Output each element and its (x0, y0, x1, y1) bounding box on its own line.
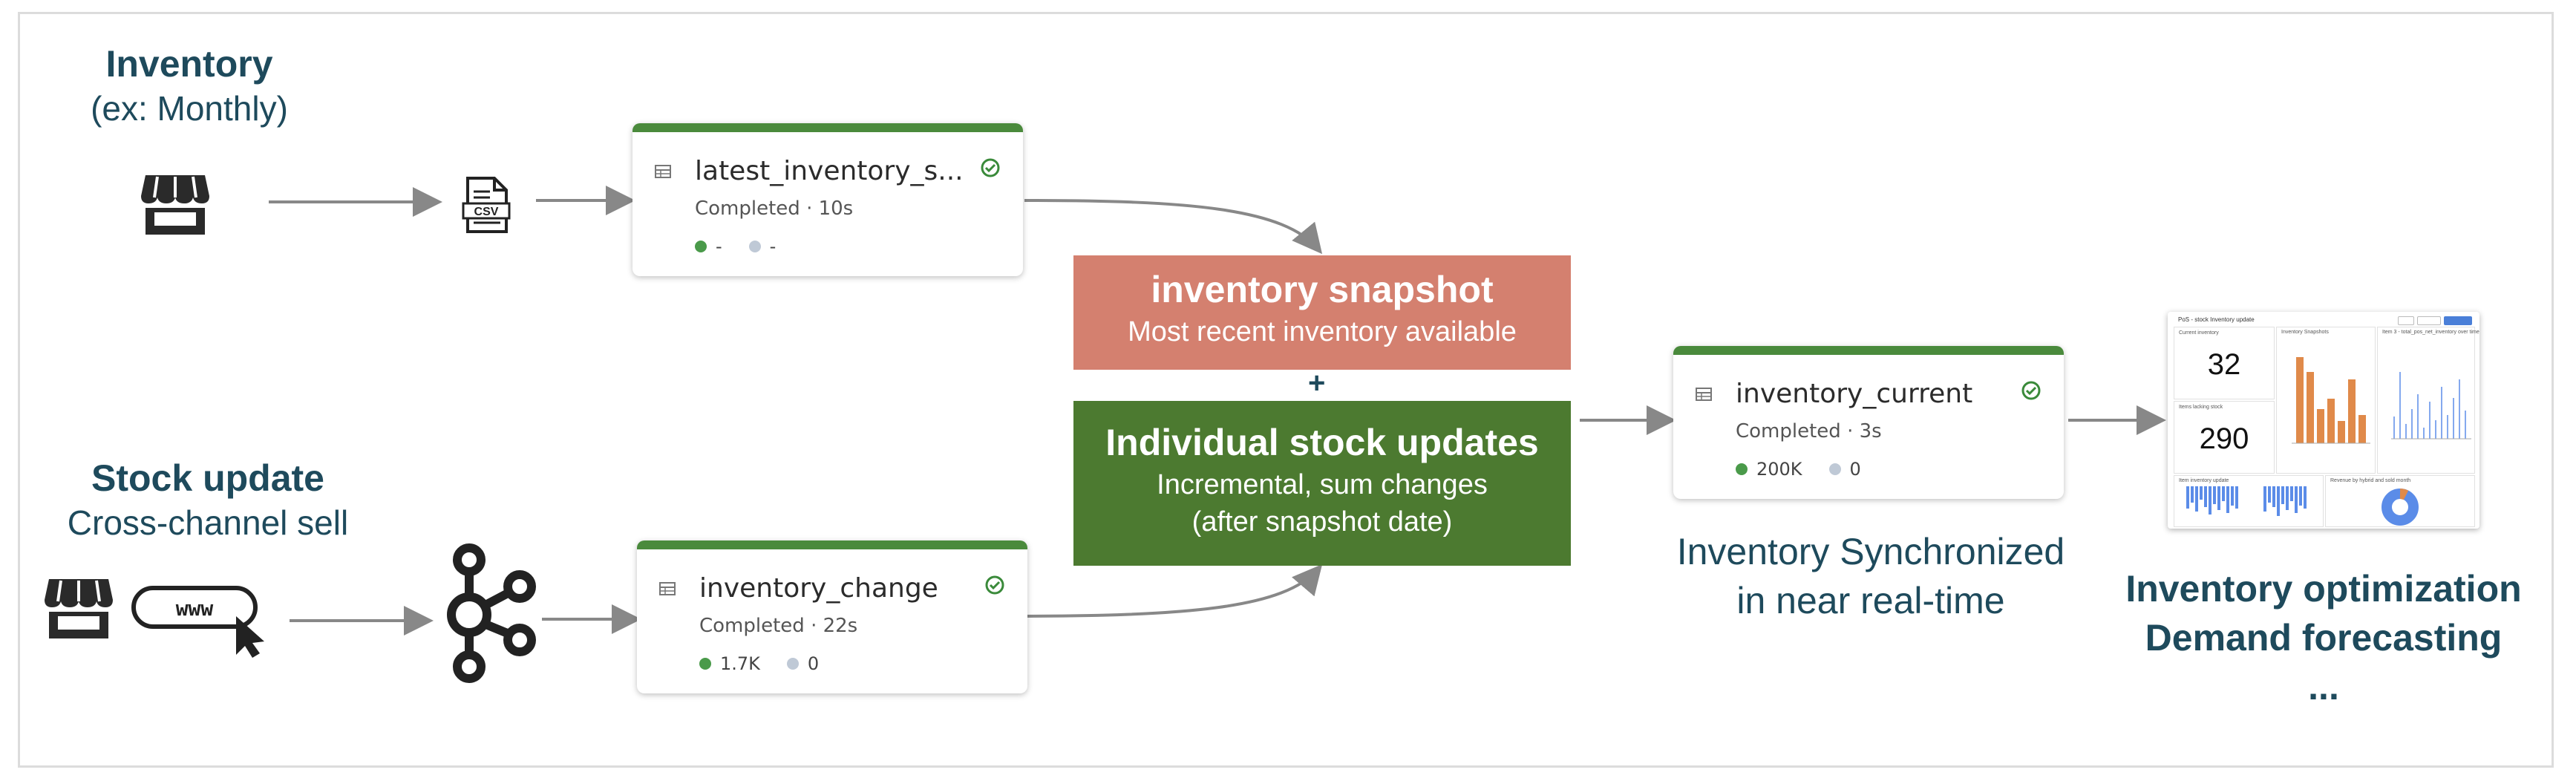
kpi-items-lacking: Items lacking stock 290 (2174, 401, 2275, 474)
mini-line-chart (2391, 372, 2471, 440)
rows-written-dot (699, 658, 711, 670)
rows-dropped-dot (1828, 463, 1841, 475)
web-cursor-icon: www (131, 586, 264, 658)
card-stats: 200K 0 (1736, 459, 1888, 480)
stock-title: Stock update (91, 457, 324, 499)
panel-label: Revenue by hybrid and sold month (2330, 478, 2411, 483)
arrow-change-to-updates (1006, 564, 1323, 618)
check-circle-icon (981, 158, 1000, 177)
rows-dropped-dot (748, 241, 761, 252)
card-inventory-current[interactable]: inventory_current Completed · 3s 200K 0 (1673, 346, 2064, 499)
stat-rows: 1.7K (720, 653, 760, 674)
card-name: inventory_current (1736, 379, 1973, 409)
csv-file-label: CSV (474, 206, 499, 218)
sync-line1: Inventory Synchronized (1676, 531, 2065, 572)
stat-dropped: - (769, 236, 777, 257)
store-icon (141, 175, 209, 235)
panel-label: Inventory Snapshots (2281, 330, 2329, 335)
card-name: latest_inventory_s... (695, 156, 964, 186)
mini-bar-chart (2292, 357, 2370, 444)
csv-file-icon: CSV (462, 177, 511, 233)
card-status: Completed · 10s (695, 197, 854, 220)
panel-revenue-donut: Revenue by hybrid and sold month (2325, 475, 2475, 527)
panel-item-over-time: Item 3 - total_pos_net_inventory over ti… (2377, 327, 2479, 474)
inventory-source-title: Inventory (ex: Monthly) (45, 42, 334, 131)
card-name: inventory_change (699, 573, 938, 604)
table-icon (659, 582, 676, 595)
kafka-icon (447, 543, 536, 683)
stock-subtitle: Cross-channel sell (67, 503, 349, 542)
card-stats: - - (695, 236, 802, 257)
check-circle-icon (985, 575, 1004, 595)
updates-title: Individual stock updates (1105, 422, 1539, 463)
inventory-subtitle: (ex: Monthly) (91, 89, 288, 128)
stat-dropped: 0 (1849, 459, 1861, 480)
output-line1: Inventory optimization (2125, 568, 2522, 610)
www-label: www (176, 596, 214, 621)
panel-label: Item 3 - total_pos_net_inventory over ti… (2382, 330, 2479, 335)
dashboard-primary-button[interactable] (2444, 316, 2472, 325)
plus-sign: + (1308, 367, 1326, 399)
store-icon (45, 579, 113, 638)
snapshot-title: inventory snapshot (1151, 269, 1494, 310)
diagram-frame (18, 12, 2554, 768)
kpi-current-inventory: Current inventory 32 (2174, 327, 2275, 399)
check-circle-icon (2021, 381, 2041, 400)
mini-donut-chart (2382, 489, 2419, 526)
inventory-title: Inventory (105, 43, 273, 85)
arrow-latest-to-snapshot (1024, 199, 1323, 255)
card-status: Completed · 22s (699, 615, 858, 637)
panel-label: Item inventory update (2179, 478, 2229, 483)
output-line2: Demand forecasting (2145, 617, 2503, 659)
updates-box: Individual stock updates Incremental, su… (1073, 401, 1571, 566)
rows-written-dot (1736, 463, 1748, 475)
mini-bar-chart-blue (2186, 486, 2307, 516)
dashboard-button[interactable] (2398, 316, 2414, 325)
stat-rows: 200K (1756, 459, 1802, 480)
panel-item-inventory-update: Item inventory update (2174, 475, 2324, 527)
sync-line2: in near real-time (1736, 580, 2005, 621)
stock-source-title: Stock update Cross-channel sell (30, 456, 386, 545)
snapshot-subtitle: Most recent inventory available (1128, 316, 1517, 347)
kpi-value: 32 (2207, 348, 2241, 381)
kpi-label: Items lacking stock (2179, 405, 2223, 410)
dashboard-thumbnail[interactable]: PoS - stock Inventory update Current inv… (2168, 312, 2479, 529)
updates-line2: (after snapshot date) (1191, 506, 1453, 538)
card-inventory-change[interactable]: inventory_change Completed · 22s 1.7K 0 (637, 540, 1027, 693)
rows-dropped-dot (786, 658, 799, 670)
rows-written-dot (695, 241, 707, 252)
card-stats: 1.7K 0 (699, 653, 846, 674)
panel-inventory-snapshots: Inventory Snapshots (2276, 327, 2376, 474)
dashboard-header: PoS - stock Inventory update (2178, 316, 2255, 323)
dashboard-button[interactable] (2417, 316, 2441, 325)
updates-line1: Incremental, sum changes (1157, 469, 1488, 500)
table-icon (1696, 388, 1712, 401)
card-latest-inventory[interactable]: latest_inventory_s... Completed · 10s - … (632, 123, 1023, 276)
output-text: Inventory optimization Demand forecastin… (2108, 564, 2539, 711)
kpi-label: Current inventory (2179, 330, 2219, 336)
stat-rows: - (716, 236, 722, 257)
sync-caption: Inventory Synchronized in near real-time (1633, 527, 2108, 625)
kpi-value: 290 (2199, 422, 2249, 455)
stat-dropped: 0 (807, 653, 820, 674)
card-status: Completed · 3s (1736, 420, 1882, 442)
snapshot-box: inventory snapshot Most recent inventory… (1073, 255, 1571, 370)
table-icon (655, 165, 671, 178)
output-ellipsis: ... (2308, 666, 2339, 708)
